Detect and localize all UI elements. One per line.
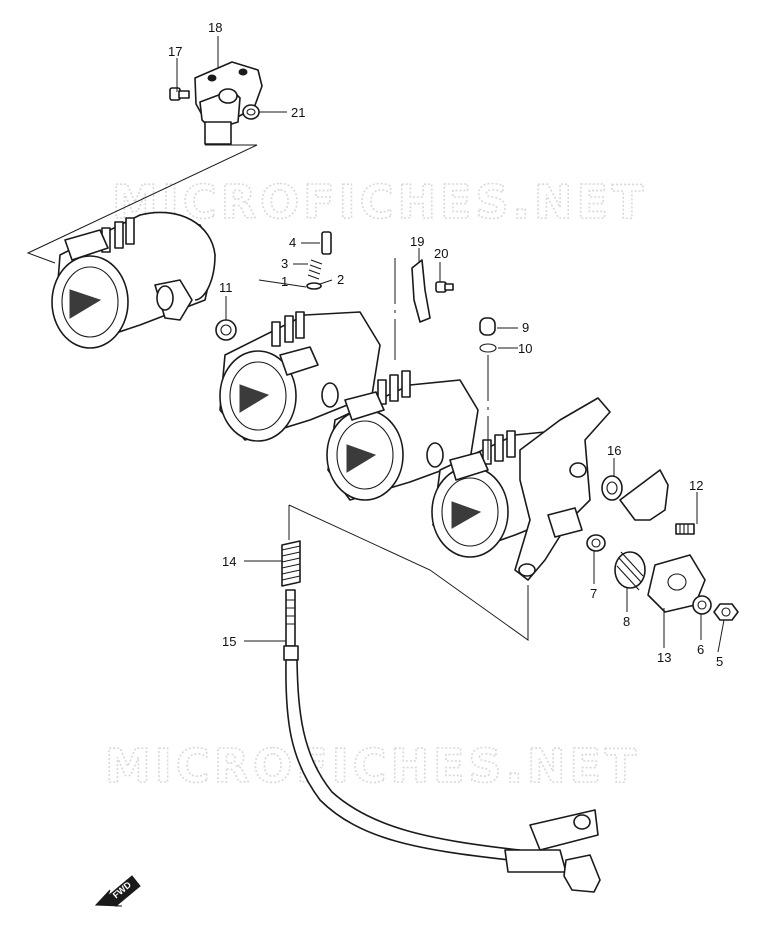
screw-12[interactable] <box>675 523 695 535</box>
fwd-direction-arrow: FWD <box>94 875 141 907</box>
callout-10: 10 <box>518 341 532 356</box>
callout-13: 13 <box>657 650 671 665</box>
callout-6: 6 <box>697 642 704 657</box>
assembly-line-lower <box>288 504 529 641</box>
idle-adjust-cable-15[interactable] <box>283 589 601 893</box>
callout-19: 19 <box>410 234 424 249</box>
throttle-body-2[interactable] <box>219 311 381 442</box>
lever-plate[interactable] <box>619 469 669 521</box>
washer-6[interactable] <box>692 595 712 615</box>
callout-4: 4 <box>289 235 296 250</box>
bracket-19[interactable] <box>411 259 431 323</box>
washer-11[interactable] <box>215 319 237 341</box>
spring-16[interactable] <box>601 475 623 501</box>
sensor-screw[interactable] <box>169 87 190 101</box>
screw-20[interactable] <box>435 281 454 293</box>
sensor-mount-outline <box>26 144 258 264</box>
callout-9: 9 <box>522 320 529 335</box>
throttle-position-sensor[interactable] <box>194 61 263 145</box>
callout-5: 5 <box>716 654 723 669</box>
adjust-screw-assembly[interactable] <box>306 231 332 290</box>
washer-7[interactable] <box>586 534 606 552</box>
watermark-top: MICROFICHES.NET <box>112 175 647 229</box>
callout-16: 16 <box>607 443 621 458</box>
spring-14[interactable] <box>281 540 301 587</box>
clip-10[interactable] <box>479 343 497 353</box>
throttle-body-1[interactable] <box>51 211 216 349</box>
throttle-body-3[interactable] <box>326 370 479 501</box>
callout-3: 3 <box>281 256 288 271</box>
callout-1: 1 <box>281 274 288 289</box>
callout-2: 2 <box>337 272 344 287</box>
sensor-o-ring[interactable] <box>242 104 260 120</box>
callout-21: 21 <box>291 105 305 120</box>
callout-18: 18 <box>208 20 222 35</box>
callout-11: 11 <box>219 280 233 295</box>
callout-7: 7 <box>590 586 597 601</box>
callout-20: 20 <box>434 246 448 261</box>
leader-lines <box>176 36 725 653</box>
callout-8: 8 <box>623 614 630 629</box>
callout-17: 17 <box>168 44 182 59</box>
callout-14: 14 <box>222 554 236 569</box>
cap-9[interactable] <box>479 317 496 336</box>
throttle-body-4[interactable] <box>431 397 611 581</box>
nut-5[interactable] <box>713 603 739 621</box>
callout-12: 12 <box>689 478 703 493</box>
watermark-bottom: MICROFICHES.NET <box>105 739 640 793</box>
return-spring-8[interactable] <box>614 551 646 591</box>
callout-15: 15 <box>222 634 236 649</box>
